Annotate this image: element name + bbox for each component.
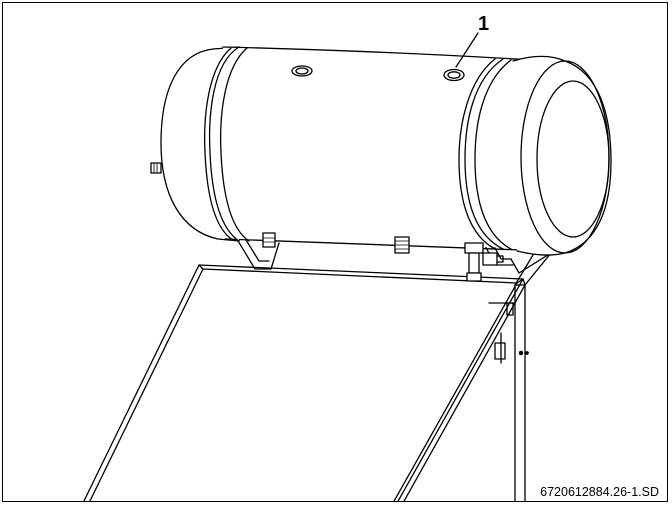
pipe-fitting <box>464 242 504 282</box>
callout-leader-line <box>455 32 479 68</box>
tank-top-port-left <box>291 65 313 77</box>
storage-tank <box>160 46 612 256</box>
solar-collector-panel <box>83 264 526 501</box>
technical-drawing <box>83 32 612 501</box>
callout-number: 1 <box>478 13 490 35</box>
bottom-fitting-mid <box>394 236 410 254</box>
side-outlet-left <box>150 162 162 174</box>
figure-frame: 1 6720612884.26-1.SD <box>2 2 668 502</box>
figure-code: 6720612884.26-1.SD <box>537 485 659 499</box>
bottom-fitting-left <box>262 232 276 248</box>
tank-top-port-callout <box>443 68 465 82</box>
